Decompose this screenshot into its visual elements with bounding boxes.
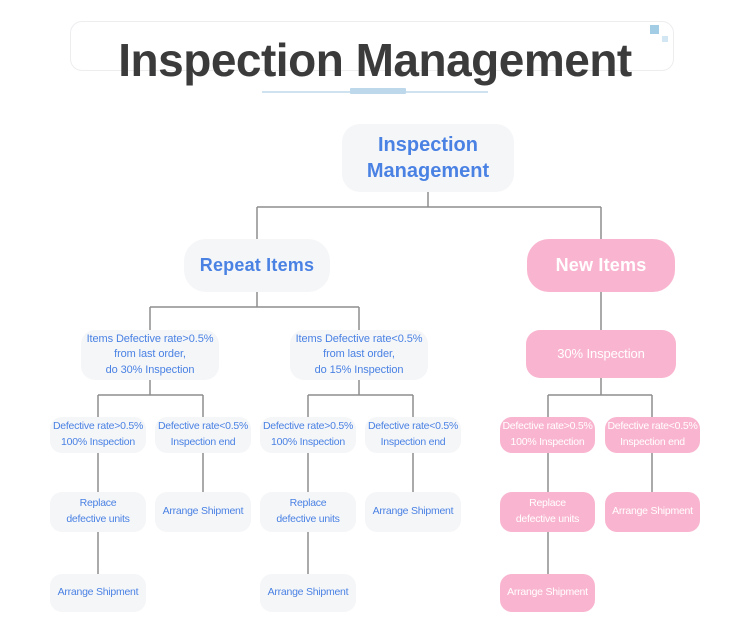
title-card xyxy=(70,21,674,71)
node-rate-high-col5: Defective rate>0.5% 100% Inspection xyxy=(500,417,595,453)
node-ship-col2: Arrange Shipment xyxy=(155,492,251,532)
node-rate-low-col2: Defective rate<0.5% Inspection end xyxy=(155,417,251,453)
node-ship-col4: Arrange Shipment xyxy=(365,492,461,532)
title-underline-accent xyxy=(350,88,406,94)
node-ship-col6: Arrange Shipment xyxy=(605,492,700,532)
node-replace-col5: Replace defective units xyxy=(500,492,595,532)
corner-square-decoration-large xyxy=(650,25,659,34)
node-inspection-management: Inspection Management xyxy=(342,124,514,192)
node-new-items: New Items xyxy=(527,239,675,292)
page-title: Inspection Management xyxy=(118,34,632,86)
node-repeat-case-high: Items Defective rate>0.5% from last orde… xyxy=(81,330,219,380)
node-replace-col1: Replace defective units xyxy=(50,492,146,532)
corner-square-decoration-small xyxy=(662,36,668,42)
node-repeat-case-low: Items Defective rate<0.5% from last orde… xyxy=(290,330,428,380)
node-replace-col3: Replace defective units xyxy=(260,492,356,532)
node-final-ship-col3: Arrange Shipment xyxy=(260,574,356,612)
node-repeat-items: Repeat Items xyxy=(184,239,330,292)
node-rate-high-col1: Defective rate>0.5% 100% Inspection xyxy=(50,417,146,453)
node-final-ship-col1: Arrange Shipment xyxy=(50,574,146,612)
node-rate-low-col6: Defective rate<0.5% Inspection end xyxy=(605,417,700,453)
node-final-ship-col5: Arrange Shipment xyxy=(500,574,595,612)
node-rate-low-col4: Defective rate<0.5% Inspection end xyxy=(365,417,461,453)
node-new-30-inspection: 30% Inspection xyxy=(526,330,676,378)
node-rate-high-col3: Defective rate>0.5% 100% Inspection xyxy=(260,417,356,453)
